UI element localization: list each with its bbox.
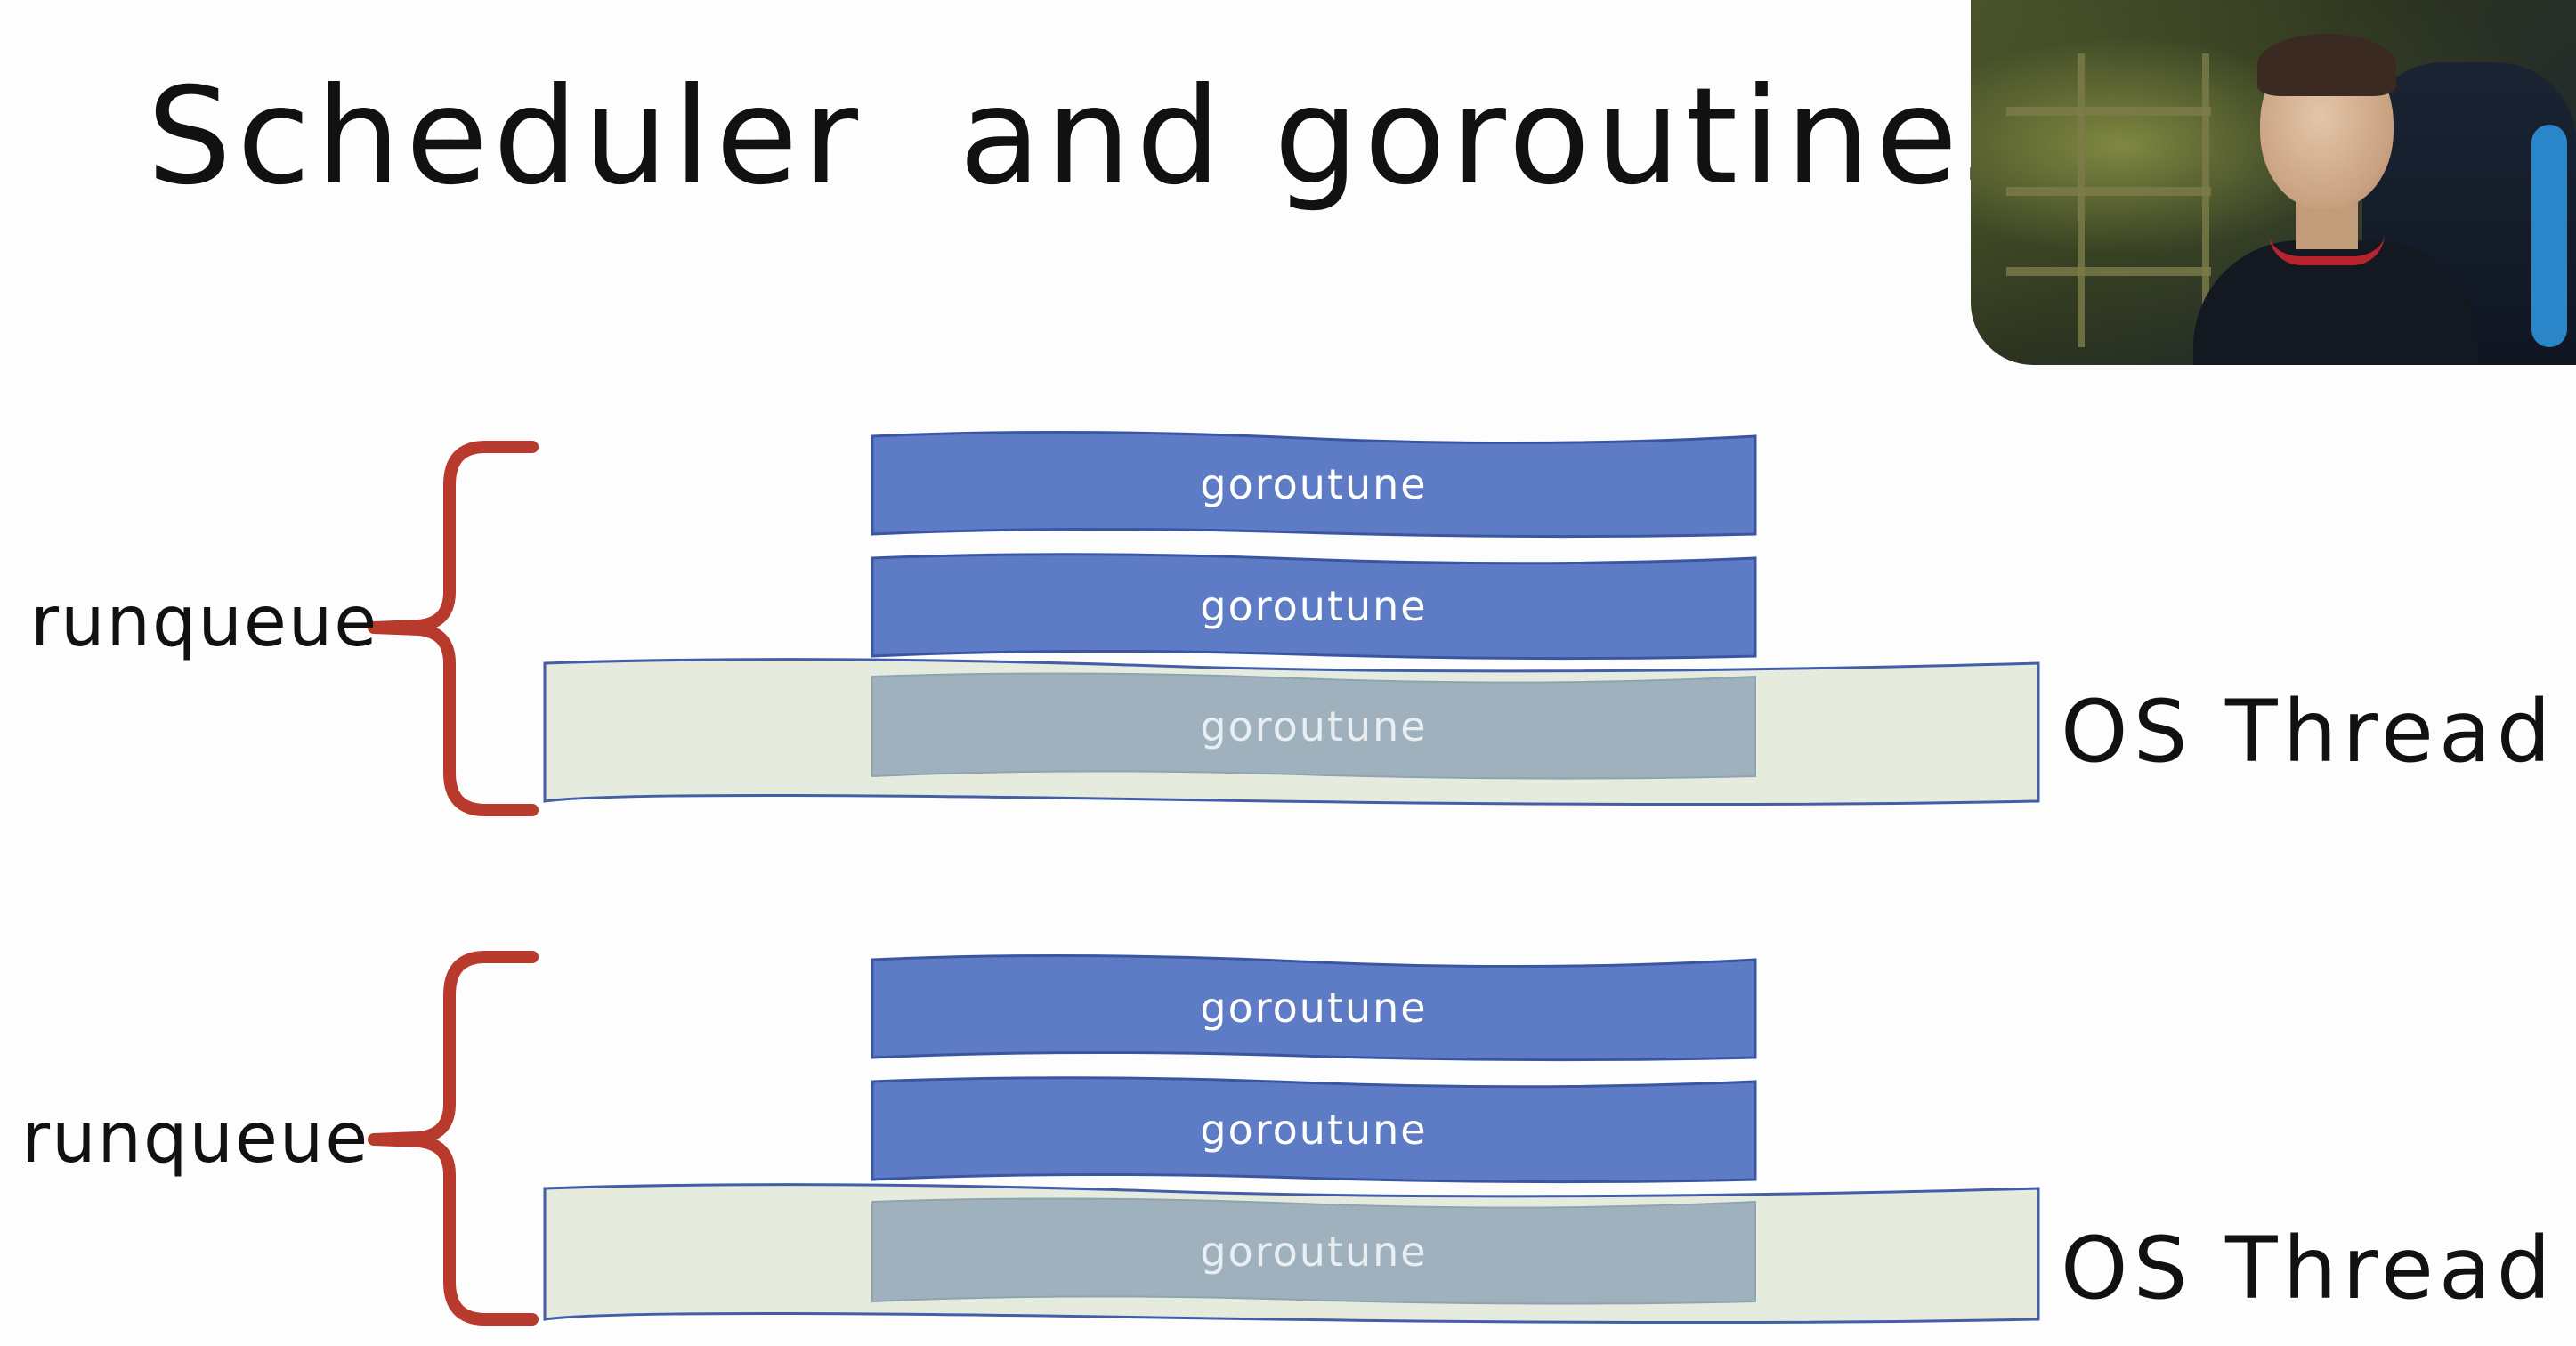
- runqueue-bracket: [368, 441, 539, 816]
- group-2: runqueue goroutune goroutune goroutune O…: [21, 951, 2556, 1326]
- goroutine-block: [871, 430, 1757, 539]
- webcam-shelf-post: [2078, 53, 2085, 347]
- webcam-shelf: [2006, 107, 2211, 116]
- webcam-chair-stripe: [2531, 125, 2567, 347]
- runqueue-label: runqueue: [30, 582, 378, 662]
- goroutine-label: goroutune: [1200, 1106, 1427, 1154]
- goroutine-block: [871, 1076, 1757, 1184]
- goroutine-label: goroutune: [1200, 582, 1427, 630]
- goroutine-label: goroutune: [1200, 702, 1427, 750]
- goroutine-label: goroutune: [1200, 1228, 1427, 1276]
- runqueue-label: runqueue: [21, 1099, 369, 1179]
- runqueue-bracket: [368, 951, 539, 1326]
- presenter-webcam: [1971, 0, 2576, 365]
- slide-title: Scheduler and goroutines: [147, 60, 2037, 215]
- goroutine-running-block: [871, 672, 1756, 780]
- goroutine-block: [871, 553, 1757, 661]
- goroutine-label: goroutune: [1200, 460, 1427, 508]
- webcam-shelf-post: [2202, 53, 2209, 347]
- webcam-shelf: [2006, 267, 2211, 276]
- goroutine-running-block: [871, 1197, 1756, 1305]
- os-thread-label: OS Thread: [2061, 682, 2556, 782]
- webcam-presenter-collar: [2269, 233, 2385, 265]
- os-thread-label: OS Thread: [2061, 1219, 2556, 1318]
- goroutine-label: goroutune: [1200, 984, 1427, 1032]
- webcam-presenter-hair: [2257, 34, 2396, 96]
- webcam-shelf: [2006, 187, 2211, 196]
- goroutine-block: [871, 953, 1757, 1062]
- group-1: runqueue goroutune goroutune goroutune O…: [30, 430, 2556, 816]
